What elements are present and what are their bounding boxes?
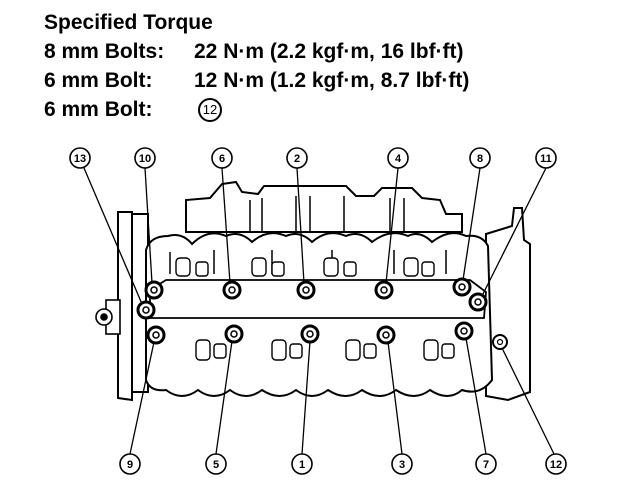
svg-text:9: 9 bbox=[127, 459, 133, 471]
bolt-10 bbox=[144, 280, 164, 300]
svg-text:8: 8 bbox=[477, 153, 483, 165]
spec-label: 8 mm Bolts: bbox=[44, 40, 165, 63]
svg-text:7: 7 bbox=[483, 459, 489, 471]
bolt-6 bbox=[222, 280, 242, 300]
bolt-2 bbox=[296, 280, 316, 300]
bolt-13 bbox=[136, 300, 156, 320]
svg-text:5: 5 bbox=[213, 459, 219, 471]
svg-text:1: 1 bbox=[299, 459, 305, 471]
svg-text:4: 4 bbox=[395, 153, 402, 165]
callout-3: 3 bbox=[391, 453, 413, 475]
bolt-8 bbox=[452, 277, 472, 297]
spec-row-6mm-ref: 6 mm Bolt: 12 bbox=[44, 95, 469, 124]
bolt-11 bbox=[468, 292, 488, 312]
svg-text:3: 3 bbox=[399, 459, 405, 471]
leader-lines bbox=[83, 167, 555, 455]
callout-8: 8 bbox=[469, 147, 491, 169]
spec-row-6mm: 6 mm Bolt: 12 N·m (1.2 kgf·m, 8.7 lbf·ft) bbox=[44, 66, 469, 95]
rear-plate bbox=[117, 211, 133, 402]
cam-sprocket bbox=[95, 299, 121, 335]
bolts bbox=[136, 277, 508, 350]
callout-2: 2 bbox=[286, 147, 308, 169]
valve-springs bbox=[175, 257, 455, 361]
callout-7: 7 bbox=[475, 453, 497, 475]
bolt-3 bbox=[376, 325, 396, 345]
spec-label: 6 mm Bolt: bbox=[44, 69, 153, 92]
upper-cover bbox=[185, 180, 463, 233]
bolt-9 bbox=[146, 325, 166, 345]
callout-11: 11 bbox=[535, 147, 557, 169]
svg-text:13: 13 bbox=[74, 153, 86, 165]
callout-5: 5 bbox=[205, 453, 227, 475]
bolt-5 bbox=[224, 324, 244, 344]
svg-text:12: 12 bbox=[550, 459, 562, 471]
svg-text:10: 10 bbox=[139, 153, 151, 165]
callout-10: 10 bbox=[134, 147, 156, 169]
svg-text:6: 6 bbox=[219, 153, 225, 165]
right-end bbox=[485, 207, 531, 402]
rocker-shaft bbox=[149, 279, 487, 319]
bolt-12 bbox=[492, 334, 508, 350]
spec-label: 6 mm Bolt: bbox=[44, 98, 153, 121]
callout-9: 9 bbox=[119, 453, 141, 475]
spec-value: 22 N·m (2.2 kgf·m, 16 lbf·ft) bbox=[194, 40, 464, 63]
callout-4: 4 bbox=[387, 147, 409, 169]
svg-text:2: 2 bbox=[294, 153, 300, 165]
spec-title: Specified Torque bbox=[44, 11, 213, 34]
callouts: 13 10 6 2 4 8 11 9 5 1 3 7 12 bbox=[69, 147, 567, 475]
callout-13: 13 bbox=[69, 147, 91, 169]
callout-1: 1 bbox=[291, 453, 313, 475]
bolt-1 bbox=[300, 324, 320, 344]
bolt-7 bbox=[454, 321, 474, 341]
torque-spec: Specified Torque 8 mm Bolts: 22 N·m (2.2 … bbox=[44, 8, 469, 124]
spec-callout-ref: 12 bbox=[198, 98, 222, 122]
bolt-4 bbox=[374, 280, 394, 300]
svg-text:11: 11 bbox=[540, 153, 552, 165]
callout-12: 12 bbox=[545, 453, 567, 475]
callout-6: 6 bbox=[211, 147, 233, 169]
spec-value: 12 N·m (1.2 kgf·m, 8.7 lbf·ft) bbox=[194, 69, 470, 92]
spec-row-8mm: 8 mm Bolts: 22 N·m (2.2 kgf·m, 16 lbf·ft) bbox=[44, 37, 469, 66]
